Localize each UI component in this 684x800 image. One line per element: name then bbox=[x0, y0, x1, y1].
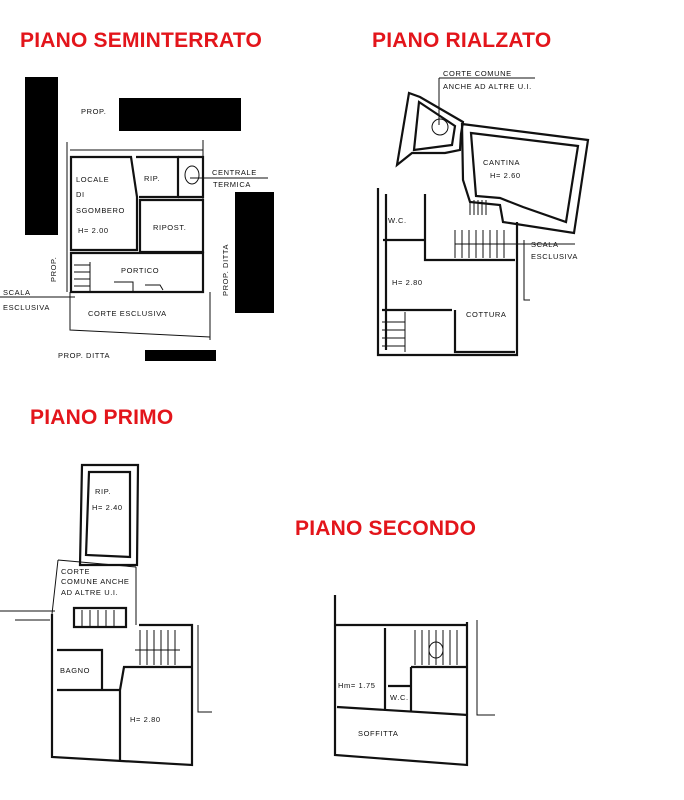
label-prop-ditta: PROP. DITTA bbox=[58, 351, 110, 360]
plan-seminterrato: PROP. LOCALE DI SGOMBERO H= 2.00 RIP. CE… bbox=[0, 77, 274, 361]
redaction-bar bbox=[235, 192, 274, 313]
label-locale: LOCALE bbox=[76, 175, 109, 184]
label-corte: CORTE bbox=[61, 567, 90, 576]
label-rip: RIP. bbox=[95, 487, 111, 496]
plan-rialzato: CORTE COMUNE ANCHE AD ALTRE U.I. CANTINA… bbox=[376, 69, 590, 357]
label-centrale: CENTRALE bbox=[212, 168, 257, 177]
label-height: H= 2.80 bbox=[392, 278, 423, 287]
label-ad-altre: AD ALTRE U.I. bbox=[61, 588, 118, 597]
plan-secondo: Hm= 1.75 W.C. SOFFITTA bbox=[333, 595, 495, 767]
label-prop-ditta-right: PROP. DITTA bbox=[221, 244, 230, 296]
label-wc: W.C. bbox=[388, 216, 407, 225]
label-corte-esclusiva: CORTE ESCLUSIVA bbox=[88, 309, 167, 318]
label-cottura: COTTURA bbox=[466, 310, 506, 319]
label-rip: RIP. bbox=[144, 174, 160, 183]
label-prop: PROP. bbox=[81, 107, 106, 116]
label-ripost: RIPOST. bbox=[153, 223, 186, 232]
label-sgombero: SGOMBERO bbox=[76, 206, 125, 215]
title-piano-seminterrato: PIANO SEMINTERRATO bbox=[20, 29, 263, 52]
title-piano-rialzato: PIANO RIALZATO bbox=[372, 29, 552, 52]
label-scala: SCALA bbox=[531, 240, 559, 249]
label-comune-anche: COMUNE ANCHE bbox=[61, 577, 129, 586]
label-corte-comune: CORTE COMUNE bbox=[443, 69, 512, 78]
label-scala: SCALA bbox=[3, 288, 31, 297]
label-termica: TERMICA bbox=[213, 180, 251, 189]
label-cantina-height: H= 2.60 bbox=[490, 171, 521, 180]
label-prop-left: PROP. bbox=[49, 257, 58, 282]
label-portico: PORTICO bbox=[121, 266, 159, 275]
label-soffitta: SOFFITTA bbox=[358, 729, 399, 738]
label-esclusiva: ESCLUSIVA bbox=[3, 303, 50, 312]
redaction-bar bbox=[119, 98, 241, 131]
plan-primo: RIP. H= 2.40 CORTE COMUNE ANCHE AD ALTRE… bbox=[0, 463, 212, 767]
redaction-bar bbox=[25, 77, 58, 235]
label-bagno: BAGNO bbox=[60, 666, 90, 675]
label-wc: W.C. bbox=[390, 693, 409, 702]
title-piano-secondo: PIANO SECONDO bbox=[295, 517, 477, 540]
label-cantina: CANTINA bbox=[483, 158, 520, 167]
label-di: DI bbox=[76, 190, 85, 199]
label-rip-height: H= 2.40 bbox=[92, 503, 123, 512]
label-height: H= 2.00 bbox=[78, 226, 109, 235]
label-esclusiva: ESCLUSIVA bbox=[531, 252, 578, 261]
title-piano-primo: PIANO PRIMO bbox=[30, 406, 174, 429]
label-height: Hm= 1.75 bbox=[338, 681, 376, 690]
label-anche-altre: ANCHE AD ALTRE U.I. bbox=[443, 82, 532, 91]
redaction-bar bbox=[145, 350, 216, 361]
label-height: H= 2.80 bbox=[130, 715, 161, 724]
